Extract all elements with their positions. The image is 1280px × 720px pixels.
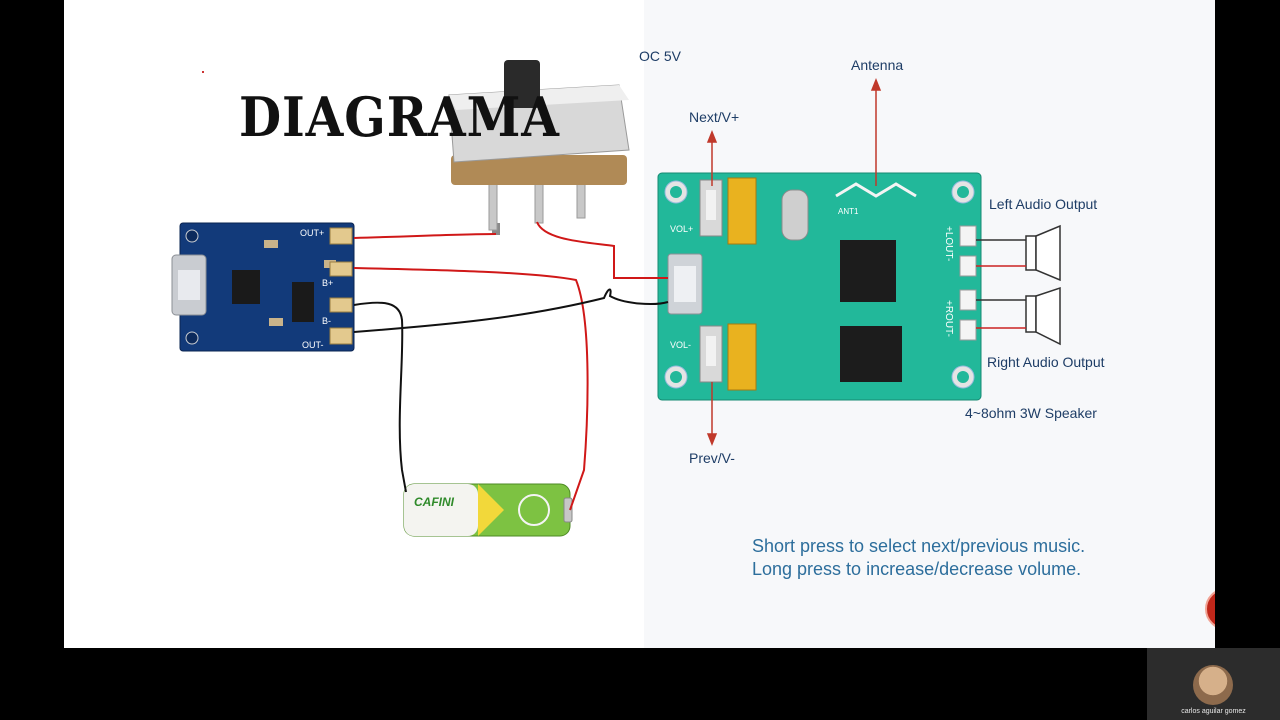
speaker-label: 4~8ohm 3W Speaker [965, 405, 1097, 421]
webcam-avatar [1193, 665, 1233, 705]
next-arrow [706, 129, 718, 186]
pin-rout: +ROUT- [943, 300, 954, 337]
pin-lout: +LOUT- [943, 226, 954, 261]
pin-vol-plus: VOL+ [670, 224, 693, 234]
pin-out-minus: OUT- [302, 340, 324, 350]
right-speaker [1025, 286, 1061, 346]
pin-vol-minus: VOL- [670, 340, 691, 350]
battery: CAFINI [403, 483, 573, 537]
red-wire-battery [353, 267, 589, 511]
red-wire-switch-module [536, 221, 668, 279]
right-output-label: Right Audio Output [987, 354, 1105, 370]
red-dot-mark [202, 71, 204, 73]
instructions-note: Short press to select next/previous musi… [752, 535, 1085, 581]
pin-b-minus: B- [322, 316, 331, 326]
next-label: Next/V+ [689, 109, 740, 125]
webcam-name: carlos aguilar gomez [1181, 708, 1246, 715]
pin-ant: ANT1 [838, 207, 859, 216]
presentation-slide: OUT+ B+ B- OUT- [64, 0, 1215, 648]
battery-brand: CAFINI [414, 495, 455, 509]
prev-label: Prev/V- [689, 450, 735, 466]
audio-module: VOL+ VOL- ANT1 +LOUT- +ROUT- [657, 172, 982, 401]
antenna-arrow [870, 77, 882, 186]
charger-module: OUT+ B+ B- OUT- [171, 222, 355, 352]
slide-title: DIAGRAMA [239, 85, 560, 149]
dc-label: OC 5V [639, 48, 682, 64]
note-line: Short press to select next/previous musi… [752, 536, 1086, 556]
black-wire-module [353, 288, 669, 333]
wiring-diagram: OUT+ B+ B- OUT- [171, 0, 1215, 648]
webcam-overlay: carlos aguilar gomez [1147, 648, 1280, 720]
prev-arrow [706, 382, 718, 447]
black-wire-battery [353, 301, 407, 493]
antenna-label: Antenna [851, 57, 904, 73]
note-line: Long press to increase/decrease volume. [752, 559, 1082, 579]
left-output-label: Left Audio Output [989, 196, 1098, 212]
pin-out-plus: OUT+ [300, 228, 324, 238]
slide-switch [448, 60, 630, 235]
red-wire-switch [353, 233, 497, 239]
left-speaker [1025, 224, 1061, 282]
pin-b-plus: B+ [322, 278, 333, 288]
